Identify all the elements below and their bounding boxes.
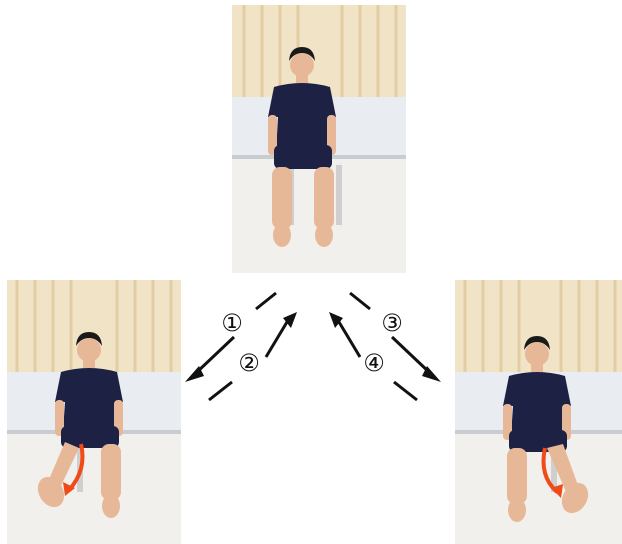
step-label-1: ① <box>219 311 245 337</box>
step-label-4: ④ <box>361 351 387 377</box>
arrow-step-1 <box>185 293 276 382</box>
step-label-2: ② <box>236 351 262 377</box>
step-label-3: ③ <box>379 311 405 337</box>
